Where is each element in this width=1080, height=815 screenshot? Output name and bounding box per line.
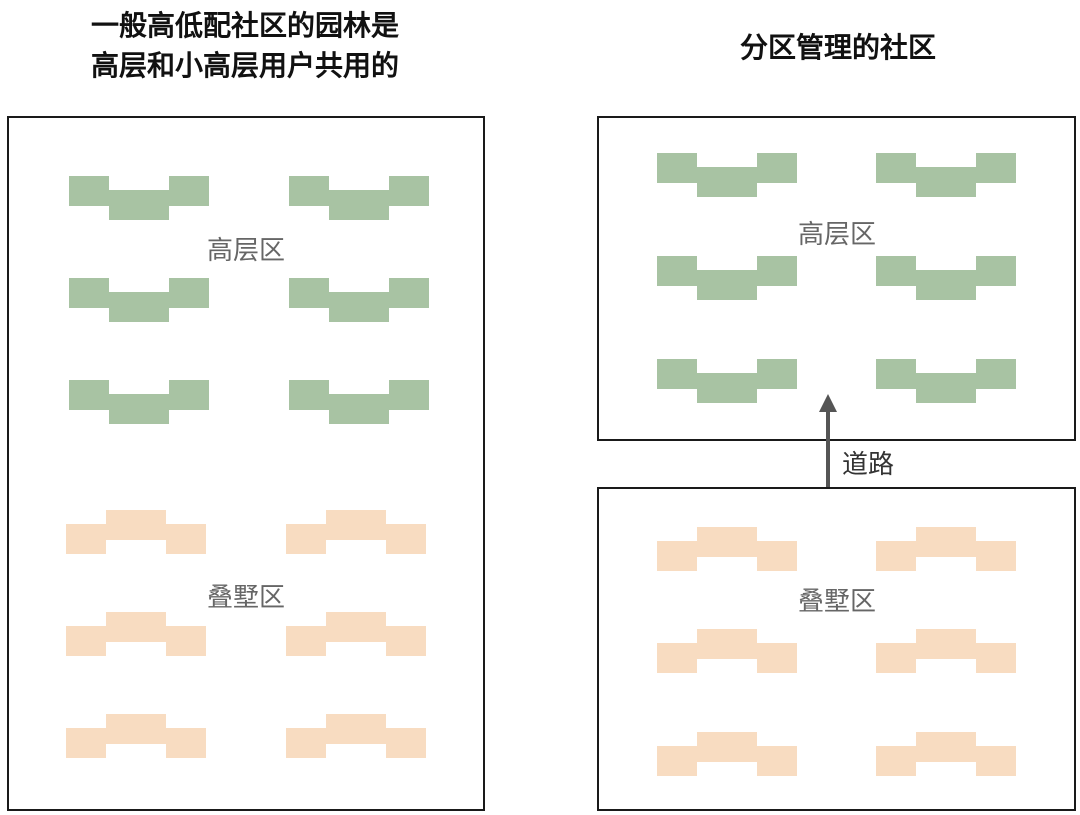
villa-zone-label: 叠墅区 bbox=[797, 587, 877, 617]
road-arrow-head-up bbox=[819, 394, 837, 412]
highrise-building bbox=[289, 176, 429, 222]
villa-building bbox=[657, 629, 797, 675]
villa-building bbox=[657, 732, 797, 778]
road-label: 道路 bbox=[842, 450, 895, 480]
highrise-building bbox=[876, 359, 1016, 405]
highrise-building bbox=[657, 359, 797, 405]
highrise-building bbox=[69, 278, 209, 324]
villa-building bbox=[657, 527, 797, 573]
villa-building bbox=[286, 510, 426, 556]
highrise-building bbox=[876, 256, 1016, 302]
right-diagram-title: 分区管理的社区 bbox=[739, 31, 936, 64]
highrise-building bbox=[876, 153, 1016, 199]
highrise-building bbox=[289, 278, 429, 324]
shared-community-frame: 高层区 叠墅区 bbox=[7, 116, 485, 811]
villa-building bbox=[66, 510, 206, 556]
highrise-building bbox=[657, 256, 797, 302]
villa-zone-frame: 叠墅区 bbox=[597, 487, 1076, 811]
highrise-zone-label: 高层区 bbox=[797, 220, 877, 250]
villa-building bbox=[876, 629, 1016, 675]
highrise-building bbox=[289, 380, 429, 426]
villa-building bbox=[876, 527, 1016, 573]
highrise-building bbox=[657, 153, 797, 199]
highrise-zone-frame: 高层区 bbox=[597, 116, 1076, 441]
villa-building bbox=[66, 714, 206, 760]
villa-zone-label: 叠墅区 bbox=[206, 583, 286, 613]
left-title-line1: 一般高低配社区的园林是 bbox=[90, 9, 399, 42]
villa-building bbox=[286, 612, 426, 658]
left-diagram-title: 一般高低配社区的园林是 高层和小高层用户共用的 bbox=[20, 6, 470, 86]
villa-building bbox=[66, 612, 206, 658]
highrise-building bbox=[69, 176, 209, 222]
villa-building bbox=[876, 732, 1016, 778]
highrise-zone-label: 高层区 bbox=[206, 236, 286, 266]
villa-building bbox=[286, 714, 426, 760]
left-title-line2: 高层和小高层用户共用的 bbox=[90, 49, 399, 82]
highrise-building bbox=[69, 380, 209, 426]
